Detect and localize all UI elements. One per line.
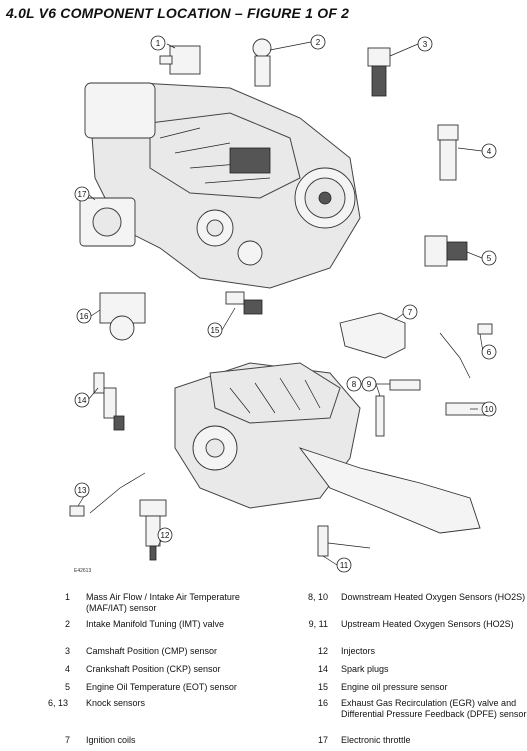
figure-reference: E42613 bbox=[74, 568, 91, 574]
callout-6: 6 bbox=[481, 344, 497, 360]
part-12-injector bbox=[139, 499, 167, 561]
callout-2: 2 bbox=[310, 34, 326, 50]
legend-text: Engine oil pressure sensor bbox=[341, 682, 448, 692]
legend-number: 15 bbox=[317, 682, 328, 692]
svg-text:17: 17 bbox=[78, 190, 87, 199]
legend-text: Upstream Heated Oxygen Sensors (HO2S) bbox=[341, 619, 514, 629]
svg-text:7: 7 bbox=[408, 308, 413, 317]
legend-text: Engine Oil Temperature (EOT) sensor bbox=[86, 682, 237, 692]
callout-12: 12 bbox=[157, 527, 173, 543]
part-16-egr-valve bbox=[99, 292, 146, 341]
part-5-eot-sensor bbox=[424, 235, 468, 267]
legend-number: 12 bbox=[317, 646, 328, 656]
legend-text: Camshaft Position (CMP) sensor bbox=[86, 646, 218, 656]
legend-number: 3 bbox=[64, 646, 70, 656]
svg-text:6: 6 bbox=[487, 348, 492, 357]
leader-lines bbox=[77, 41, 484, 566]
legend-text: Knock sensors bbox=[86, 698, 146, 708]
callout-15: 15 bbox=[207, 322, 223, 338]
callout-16: 16 bbox=[76, 308, 92, 324]
callout-4: 4 bbox=[481, 143, 497, 159]
part-13-knock-sensor bbox=[69, 472, 146, 517]
svg-text:3: 3 bbox=[423, 40, 428, 49]
legend-number: 16 bbox=[317, 698, 328, 708]
legend-text: Intake Manifold Tuning (IMT) valve bbox=[86, 619, 225, 629]
callout-17: 17 bbox=[74, 186, 90, 202]
legend-text: Exhaust Gas Recirculation (EGR) valve an… bbox=[341, 698, 527, 719]
legend-number: 2 bbox=[64, 619, 70, 629]
svg-text:4: 4 bbox=[487, 147, 492, 156]
legend-number: 7 bbox=[64, 735, 70, 745]
upper-engine-illustration bbox=[84, 82, 361, 289]
callout-13: 13 bbox=[74, 482, 90, 498]
svg-text:11: 11 bbox=[340, 561, 349, 570]
svg-text:1: 1 bbox=[156, 39, 161, 48]
part-17-electronic-throttle bbox=[79, 197, 136, 247]
legend-text: Ignition coils bbox=[86, 735, 136, 745]
legend-number: 17 bbox=[317, 735, 328, 745]
legend-number: 9, 11 bbox=[308, 619, 328, 629]
part-9-upstream-ho2s bbox=[375, 395, 385, 437]
callout-7: 7 bbox=[402, 304, 418, 320]
part-8-downstream-ho2s bbox=[389, 379, 421, 391]
callout-9: 9 bbox=[361, 376, 377, 392]
legend-text: Crankshaft Position (CKP) sensor bbox=[86, 664, 221, 674]
part-1-maf-sensor bbox=[159, 45, 201, 75]
callout-3: 3 bbox=[417, 36, 433, 52]
legend-text: Downstream Heated Oxygen Sensors (HO2S) bbox=[341, 592, 526, 602]
callout-1: 1 bbox=[150, 35, 166, 51]
legend-number: 14 bbox=[317, 664, 328, 674]
callout-10: 10 bbox=[481, 401, 497, 417]
svg-text:2: 2 bbox=[316, 38, 321, 47]
legend-text: Electronic throttle bbox=[341, 735, 411, 745]
lower-engine-illustration bbox=[174, 362, 481, 534]
legend-number: 8, 10 bbox=[307, 592, 328, 602]
svg-text:10: 10 bbox=[485, 405, 494, 414]
part-10-downstream-ho2s bbox=[445, 402, 487, 416]
legend-number: 5 bbox=[64, 682, 70, 692]
callout-8: 8 bbox=[346, 376, 362, 392]
legend-number: 1 bbox=[64, 592, 70, 602]
svg-text:9: 9 bbox=[367, 380, 372, 389]
part-2-imt-valve bbox=[252, 38, 272, 87]
callout-5: 5 bbox=[481, 250, 497, 266]
part-3-cmp-sensor bbox=[367, 47, 391, 97]
part-15-oil-pressure-sensor bbox=[225, 291, 263, 315]
svg-text:14: 14 bbox=[78, 396, 87, 405]
part-7-ignition-coil bbox=[339, 312, 406, 359]
page-title: 4.0L V6 COMPONENT LOCATION – FIGURE 1 OF… bbox=[6, 5, 350, 21]
legend-number: 4 bbox=[64, 664, 70, 674]
legend-text: Injectors bbox=[341, 646, 376, 656]
callout-11: 11 bbox=[336, 557, 352, 573]
legend-text: Spark plugs bbox=[341, 664, 389, 674]
svg-text:13: 13 bbox=[78, 486, 87, 495]
svg-text:15: 15 bbox=[211, 326, 220, 335]
part-4-ckp-sensor bbox=[437, 124, 459, 181]
callout-14: 14 bbox=[74, 392, 90, 408]
legend-number: 6, 13 bbox=[47, 698, 68, 708]
part-6-knock-sensor bbox=[439, 323, 493, 379]
part-11-upstream-ho2s bbox=[317, 525, 371, 557]
legend-text: Mass Air Flow / Intake Air Temperature (… bbox=[86, 592, 240, 613]
svg-text:16: 16 bbox=[80, 312, 89, 321]
svg-text:8: 8 bbox=[352, 380, 357, 389]
part-14-spark-plug bbox=[93, 372, 125, 431]
component-diagram: 1 2 3 4 5 6 7 8 9 10 11 12 13 14 15 16 1… bbox=[69, 34, 497, 574]
svg-text:5: 5 bbox=[487, 254, 492, 263]
svg-text:12: 12 bbox=[161, 531, 170, 540]
